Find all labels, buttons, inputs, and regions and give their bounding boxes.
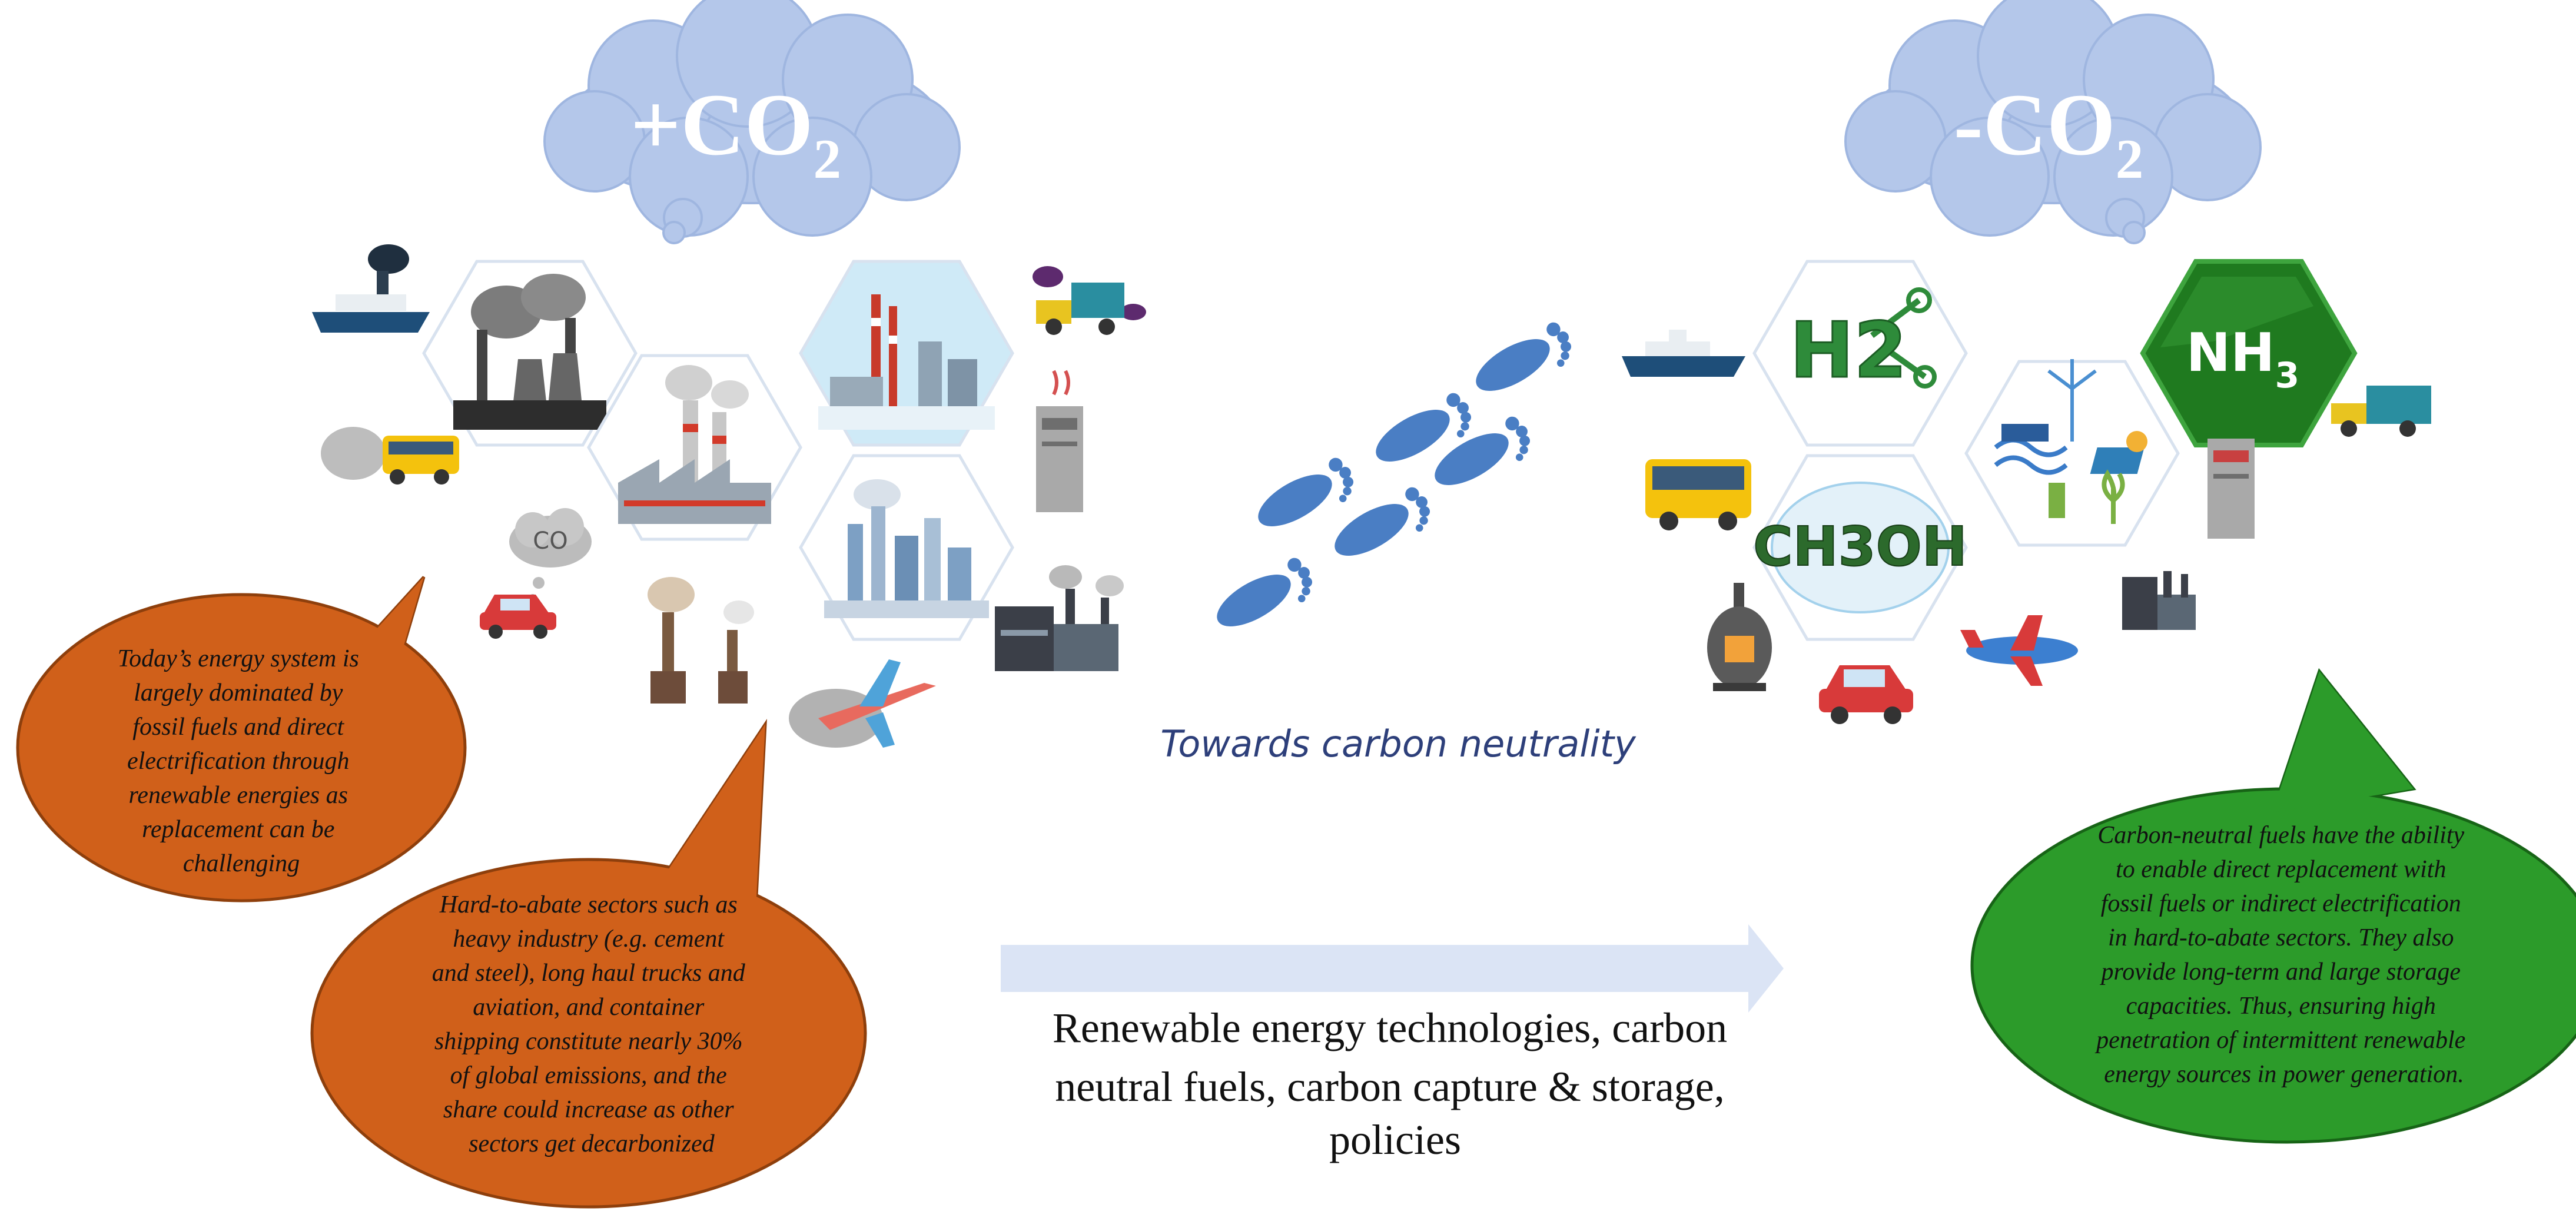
footprints: [1209, 317, 1581, 644]
right-server-icon: [2207, 439, 2255, 539]
bubble-line: aviation, and container: [473, 994, 705, 1021]
svg-text:Today’s energy system is: Today’s energy system is largely dominat…: [118, 645, 366, 877]
methanol-icon: CH3OH: [1752, 456, 1968, 639]
right-truck-icon: [2331, 386, 2431, 437]
left-school-bus-icon: [321, 427, 459, 485]
right-cloud-sign: -CO: [1954, 76, 2116, 174]
factory-icon: [589, 356, 801, 539]
bubble-line: to enable direct replacement with: [2116, 856, 2446, 883]
bubble-line: heavy industry (e.g. cement: [453, 925, 725, 953]
left-industrial-building-icon: [995, 565, 1124, 671]
right-co2-cloud: -CO2: [1844, 0, 2262, 244]
bubble-line: shipping constitute nearly 30%: [434, 1028, 743, 1055]
bubble-line: and steel), long haul trucks and: [432, 960, 746, 987]
bubble-line: replacement can be: [142, 816, 334, 843]
ammonia-icon: NH3: [2140, 259, 2358, 447]
right-bubble: Carbon-neutral fuels have the ability to…: [1970, 668, 2576, 1144]
left-truck-icon: [1033, 266, 1146, 335]
left-bubble-bottom: Hard-to-abate sectors such as heavy indu…: [310, 719, 867, 1209]
bubble-line: challenging: [183, 850, 300, 877]
bubble-line: energy sources in power generation.: [2104, 1061, 2464, 1088]
right-ship-icon: [1622, 330, 1745, 377]
left-car-icon: [480, 595, 556, 639]
bubble-line: electrification through: [127, 748, 350, 775]
svg-text:CO: CO: [533, 527, 567, 555]
arrow-caption-line: Renewable energy technologies, carbon: [1053, 1004, 1727, 1051]
bubble-line: Today’s energy system is: [118, 645, 359, 672]
right-cloud-subscript: 2: [2116, 128, 2144, 190]
bubble-line: penetration of intermittent renewable: [2094, 1027, 2465, 1054]
right-stove-icon: [1707, 583, 1772, 691]
svg-text:Carbon-neutral fuels have the: Carbon-neutral fuels have the ability to…: [2094, 822, 2472, 1088]
arrow-caption-line: policies: [1329, 1116, 1461, 1163]
left-co2-cloud-icon: CO: [509, 508, 592, 601]
nh3-subscript: 3: [2275, 355, 2299, 396]
right-hex-cluster: H2 CH3OH NH3: [1752, 259, 2358, 639]
right-airplane-icon: [1960, 615, 2078, 686]
bubble-line: fossil fuels and direct: [132, 714, 344, 741]
coal-power-plant-icon: [424, 261, 636, 445]
left-ship-icon: [312, 244, 430, 333]
arrow-caption: Renewable energy technologies, carbon ne…: [1053, 1004, 1738, 1163]
bubble-line: of global emissions, and the: [450, 1062, 727, 1089]
left-hex-cluster: [424, 260, 1014, 639]
footprint-icon: [1209, 553, 1322, 644]
bubble-line: capacities. Thus, ensuring high: [2126, 993, 2436, 1020]
bubble-line: in hard-to-abate sectors. They also: [2108, 924, 2454, 951]
left-server-icon: [1036, 370, 1083, 512]
left-co2-cloud: +CO2: [543, 0, 961, 244]
nh3-main-label: NH: [2186, 322, 2275, 384]
svg-text:+CO2: +CO2: [630, 76, 841, 190]
bubble-line: Hard-to-abate sectors such as: [439, 891, 738, 918]
footprint-icon: [1468, 317, 1581, 409]
hydrogen-molecule-icon: H2: [1754, 261, 1966, 445]
svg-text:-CO2: -CO2: [1954, 76, 2143, 190]
left-chimney-stove-icon: [648, 577, 754, 704]
ch3oh-label: CH3OH: [1753, 515, 1967, 578]
bubble-line: largely dominated by: [134, 679, 343, 706]
footsteps-label: Towards carbon neutrality: [1160, 722, 1636, 765]
arrow-caption-line: neutral fuels, carbon capture & storage,: [1055, 1063, 1725, 1110]
bubble-line: share could increase as other: [443, 1096, 734, 1123]
right-industrial-building-icon: [2122, 571, 2196, 630]
bubble-line: Carbon-neutral fuels have the ability: [2097, 822, 2464, 849]
bubble-line: sectors get decarbonized: [469, 1130, 715, 1157]
right-car-icon: [1819, 665, 1913, 724]
renewables-icon: [1966, 359, 2178, 545]
petrochemical-plant-icon: [801, 456, 1013, 639]
refinery-icon: [799, 260, 1014, 447]
left-cloud-sign: +CO: [630, 76, 813, 174]
svg-text:NH3: NH3: [2186, 322, 2299, 396]
left-bubble-top: Today’s energy system is largely dominat…: [16, 576, 467, 903]
right-bus-icon: [1645, 459, 1751, 530]
bubble-line: renewable energies as: [129, 782, 348, 809]
h2-label: H2: [1790, 306, 1907, 395]
bubble-line: fossil fuels or indirect electrification: [2101, 890, 2461, 917]
transition-arrow: [1001, 924, 1784, 1013]
left-airplane-icon: [789, 659, 936, 748]
bubble-line: provide long-term and large storage: [2100, 958, 2461, 986]
svg-text:Hard-to-abate sectors such as: Hard-to-abate sectors such as heavy indu…: [432, 891, 751, 1157]
left-cloud-subscript: 2: [813, 128, 841, 190]
